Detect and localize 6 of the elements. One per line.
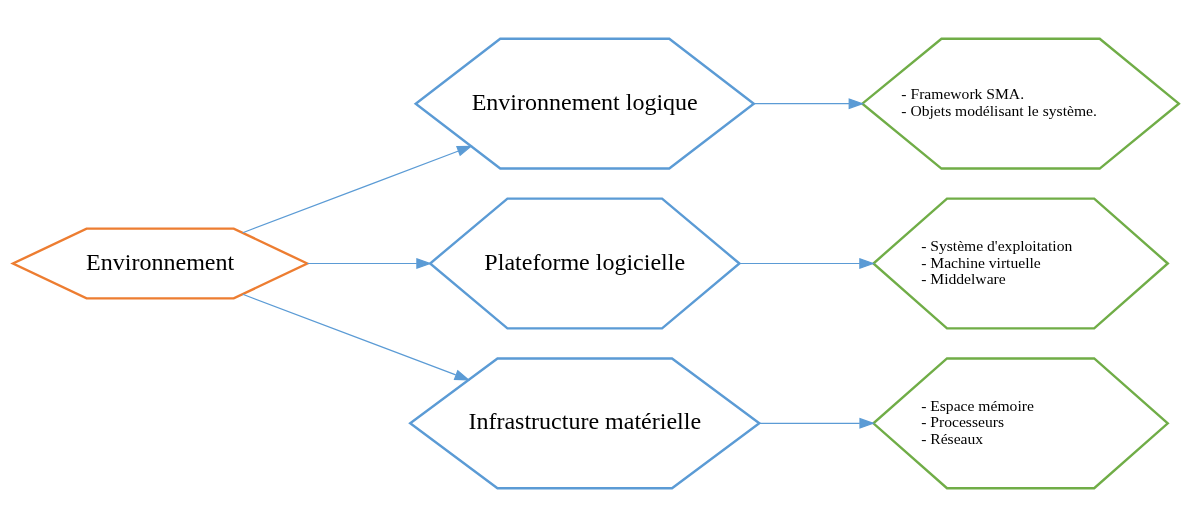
arrow xyxy=(758,417,875,429)
arrow xyxy=(306,258,432,269)
arrow xyxy=(242,145,473,234)
arrow xyxy=(738,258,875,269)
arrow xyxy=(242,293,471,381)
arrow xyxy=(753,98,865,110)
